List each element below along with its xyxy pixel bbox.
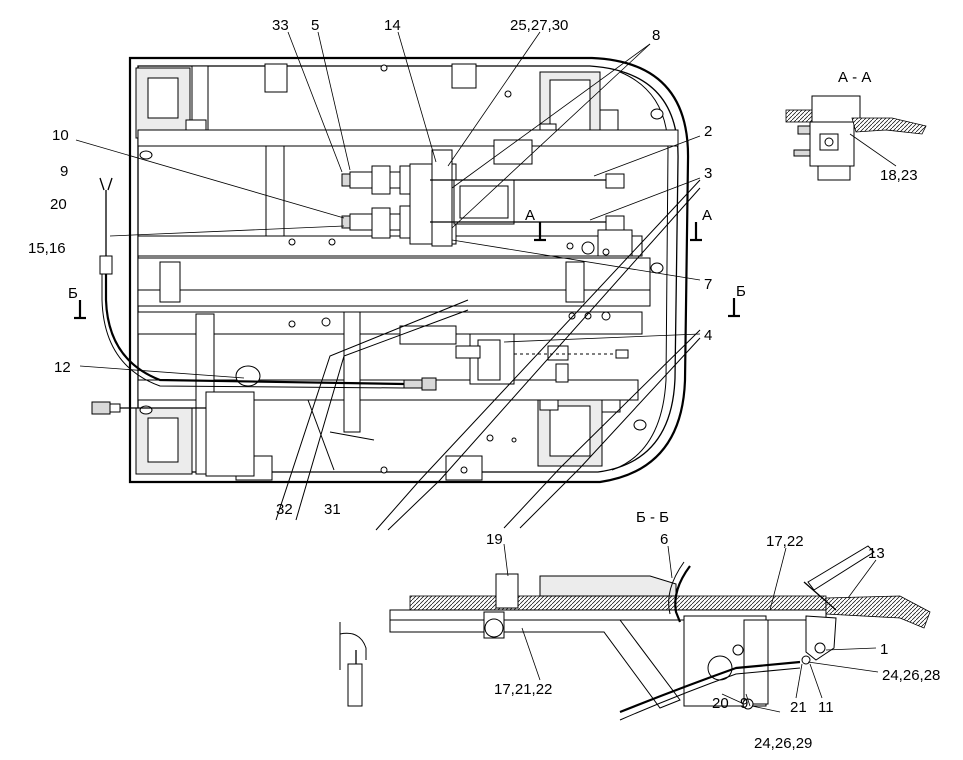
label-17-21-22: 17,21,22 (494, 681, 552, 698)
throttle-assembly (399, 325, 629, 391)
label-14: 14 (384, 17, 401, 34)
label-20-top: 20 (50, 196, 67, 213)
label-21: 21 (790, 699, 807, 716)
label-4: 4 (704, 327, 712, 344)
label-5: 5 (311, 17, 319, 34)
label-18-23: 18,23 (880, 167, 918, 184)
label-8: 8 (652, 27, 660, 44)
plan-view (91, 56, 701, 531)
label-9-top: 9 (60, 163, 68, 180)
label-12: 12 (54, 359, 71, 376)
section-aa-view: А - А (785, 69, 927, 181)
label-19: 19 (486, 531, 503, 548)
frame-outline (128, 56, 690, 484)
label-33: 33 (272, 17, 289, 34)
section-mark-a-right: А (702, 207, 712, 224)
section-mark-a-left: А (525, 207, 535, 224)
plan-leaders (75, 31, 701, 379)
throttle-cable (104, 272, 405, 386)
label-11: 11 (818, 699, 834, 716)
section-mark-b-right: Б (736, 283, 746, 300)
label-10: 10 (52, 127, 69, 144)
label-1: 1 (880, 641, 888, 658)
label-13: 13 (868, 545, 885, 562)
section-mark-b-left: Б (68, 285, 78, 302)
section-bb-view: Б - Б (339, 509, 931, 721)
section-bb-title: Б - Б (636, 509, 669, 526)
label-3: 3 (704, 165, 712, 182)
section-aa-title: А - А (838, 69, 871, 86)
part-labels: 33 5 14 25,27,30 8 10 9 20 15,16 2 3 7 4… (28, 17, 940, 752)
master-cylinder-upper (341, 165, 411, 195)
label-6: 6 (660, 531, 668, 548)
label-2: 2 (704, 123, 712, 140)
label-15-16: 15,16 (28, 240, 66, 257)
master-cylinder-lower (341, 205, 411, 239)
label-25-27-30: 25,27,30 (510, 17, 568, 34)
label-9-bottom: 9 (740, 695, 748, 712)
section-markers: А А Б Б (68, 207, 746, 320)
label-17-22: 17,22 (766, 533, 804, 550)
label-32: 32 (276, 501, 293, 518)
label-20-bottom: 20 (712, 695, 729, 712)
label-7: 7 (704, 276, 712, 293)
label-31: 31 (324, 501, 341, 518)
label-24-26-28: 24,26,28 (882, 667, 940, 684)
label-24-26-29: 24,26,29 (754, 735, 812, 752)
